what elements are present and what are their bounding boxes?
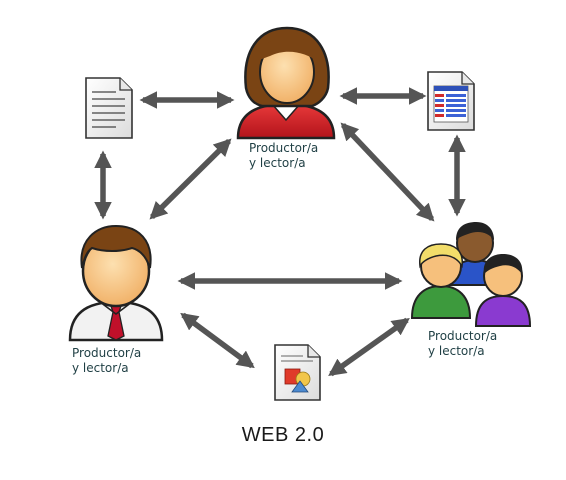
right-group-label-line2: y lector/a <box>428 344 485 358</box>
diagram-title: WEB 2.0 <box>241 424 325 446</box>
top-person-label: Productor/a y lector/a <box>249 141 318 171</box>
arrow-image-doc-to-group <box>328 317 410 377</box>
image-document-icon <box>274 344 321 401</box>
arrow-woman-to-group <box>340 122 435 222</box>
user-group-icon <box>410 222 532 327</box>
text-document-icon <box>85 77 133 139</box>
right-group-label-line1: Productor/a <box>428 329 498 343</box>
left-person-label: Productor/a y lector/a <box>72 346 141 376</box>
arrow-woman-to-man <box>149 138 232 220</box>
top-person-label-line2: y lector/a <box>249 156 306 170</box>
spreadsheet-document-icon <box>427 71 475 131</box>
arrow-man-to-image-doc <box>180 312 255 369</box>
left-person-label-line2: y lector/a <box>72 361 129 375</box>
connection-arrows <box>94 87 466 377</box>
man-user-icon <box>68 224 164 342</box>
right-group-label: Productor/a y lector/a <box>428 329 497 359</box>
top-person-label-line1: Productor/a <box>249 141 319 155</box>
left-person-label-line1: Productor/a <box>72 346 142 360</box>
woman-user-icon <box>236 26 336 140</box>
